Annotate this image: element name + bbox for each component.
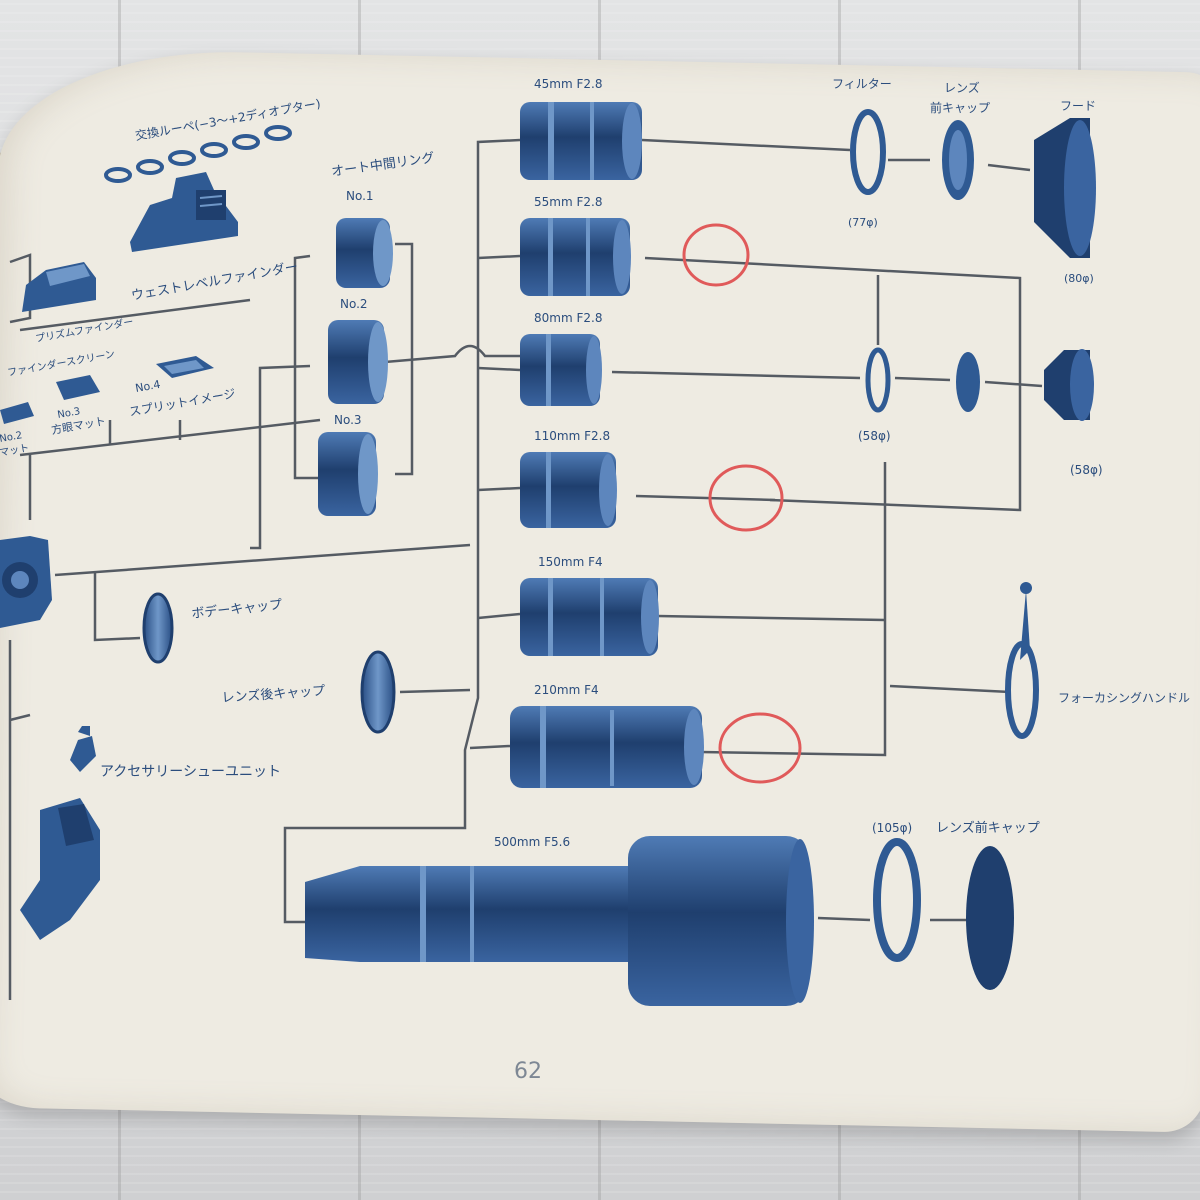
lens-110mm — [520, 452, 617, 528]
label-focus-handle: フォーカシングハンドル — [1058, 691, 1190, 705]
extension-ring-no3 — [318, 432, 378, 516]
label-magnifier: 交換ルーペ(−3〜+2ディオプター) — [134, 96, 322, 143]
label-screen: ファインダースクリーン — [6, 347, 116, 379]
front-cap-77 — [942, 120, 974, 200]
front-cap-58 — [956, 352, 980, 412]
label-lens-45: 45mm F2.8 — [534, 77, 602, 91]
label-lens-word: レンズ — [944, 80, 980, 95]
filter-105 — [877, 842, 917, 958]
label-prism-finder: プリズムファインダー — [34, 315, 134, 345]
camera-body-image — [0, 536, 52, 628]
label-lens-210: 210mm F4 — [534, 683, 599, 697]
label-lens-500: 500mm F5.6 — [494, 835, 570, 849]
filter-58 — [868, 350, 888, 410]
label-d105: (105φ) — [872, 821, 912, 835]
label-no4: No.4 — [134, 378, 161, 395]
label-no2-screen: No.2 — [0, 430, 23, 445]
grip-image — [20, 798, 100, 940]
page-number: 62 — [514, 1059, 542, 1084]
label-matte: マット — [0, 443, 30, 459]
extension-ring-no1 — [336, 218, 393, 288]
hood-80 — [1034, 118, 1096, 258]
label-d58b: (58φ) — [1070, 463, 1103, 477]
label-filter: フィルター — [832, 77, 892, 91]
accessory-shoe-image — [70, 726, 96, 772]
label-rear-cap: レンズ後キャップ — [221, 683, 326, 706]
prism-finder-image — [22, 262, 96, 312]
label-waist-finder: ウェストレベルファインダー — [130, 260, 299, 304]
label-front-cap-2: レンズ前キャップ — [936, 820, 1040, 836]
lens-500mm — [305, 836, 814, 1006]
label-ring-no3: No.3 — [334, 413, 362, 427]
hood-58 — [1044, 349, 1094, 421]
label-shoe-unit: アクセサリーシューユニット — [100, 764, 281, 780]
label-ext-ring: オート中間リング — [330, 151, 435, 180]
label-d58a: (58φ) — [858, 429, 891, 443]
lens-55mm — [520, 218, 631, 296]
front-cap-105 — [966, 846, 1014, 990]
rear-cap-image — [362, 652, 394, 732]
label-ring-no2: No.2 — [340, 297, 368, 311]
extension-ring-no2 — [328, 320, 388, 404]
filter-77 — [853, 112, 883, 192]
label-hood: フード — [1060, 99, 1096, 113]
red-circle-marks — [684, 225, 800, 782]
lens-80mm — [520, 334, 602, 406]
lens-150mm — [520, 578, 659, 656]
label-body-cap: ボデーキャップ — [191, 597, 283, 622]
focusing-handle-image — [1008, 582, 1036, 736]
waist-level-finder-image — [130, 172, 238, 252]
label-ring-no1: No.1 — [346, 189, 374, 203]
label-lens-150: 150mm F4 — [538, 555, 603, 569]
label-lens-80: 80mm F2.8 — [534, 311, 602, 325]
label-d77: (77φ) — [848, 216, 878, 229]
lens-45mm — [520, 102, 642, 180]
magnifier-lenses — [106, 127, 290, 181]
label-lens-55: 55mm F2.8 — [534, 195, 602, 209]
label-front-cap: 前キャップ — [930, 100, 990, 115]
label-d80: (80φ) — [1064, 272, 1094, 285]
label-lens-110: 110mm F2.8 — [534, 429, 610, 443]
lens-210mm — [510, 706, 704, 788]
body-cap-image — [144, 594, 172, 662]
